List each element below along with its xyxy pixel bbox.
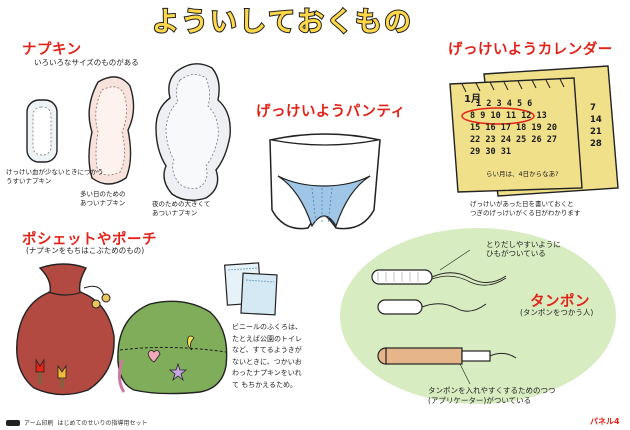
tampon-subtitle: (タンポンをつかう人)	[520, 308, 594, 317]
thin-napkin-caption: けっけい血が少ないときにつかう うすいナプキン	[6, 168, 104, 186]
night-napkin-caption: 夜のための大きくて あついナプキン	[152, 200, 210, 218]
caption-line: (アプリケーター)がついている	[428, 396, 532, 405]
applicator-tampon-icon	[377, 347, 517, 365]
plastic-bag-icon	[224, 262, 278, 316]
calendar-row: 1 2 3 4 5 6	[476, 99, 533, 109]
caption-line: て もちかえるため。	[232, 380, 298, 389]
calendar-row: 29 30 31	[470, 147, 511, 157]
page-title: よ う い し て お く も の	[151, 6, 482, 40]
calendar-caption: げっけいがあった日を書いておくと つぎのげっけいがくる日がわかります	[470, 200, 580, 218]
footer-credit: アーム印刷 はじめてのせいりの指導用セット	[6, 418, 147, 427]
panty-icon	[269, 133, 381, 230]
calendar-row: 7	[590, 103, 596, 113]
caption-line: ないときに、つかいお	[232, 357, 302, 366]
drawstring-bag-icon	[16, 263, 115, 396]
title-char: も	[354, 6, 383, 39]
title-char: て	[267, 6, 296, 39]
footer-publisher: アーム印刷	[24, 420, 54, 427]
tampon-icon	[371, 269, 507, 286]
caption-line: つぎのげっけいがくる日がわかります	[470, 209, 581, 217]
pouch-heading: ポシェットやポーチ	[22, 232, 157, 248]
caption-line: とりだしやすいように	[486, 240, 561, 249]
panty-heading: げっけいようパンティ	[256, 104, 406, 120]
calendar-row: 15 16 17 18 19 20	[470, 123, 557, 133]
caption-line: あついナプキン	[80, 199, 126, 207]
caption-line: 夜のための大きくて	[152, 200, 211, 208]
calendar-heading: げっけいようカレンダー	[448, 42, 613, 58]
publisher-logo-icon	[6, 419, 20, 426]
title-char: い	[209, 6, 238, 39]
caption-line: けっけい血が少ないときにつかう	[6, 168, 104, 176]
calendar-row: 28	[590, 139, 602, 149]
applicator-caption: タンポンを入れやすくするためのつつ (アプリケーター)がついている	[428, 386, 556, 406]
night-napkin-icon	[155, 63, 231, 201]
pouch-subtitle: (ナプキンをもちはこぶためのもの)	[26, 246, 145, 255]
caption-line: たとえば公園のトイレ	[232, 334, 302, 343]
calendar-row: 22 23 24 25 26 27	[470, 135, 557, 145]
title-char: う	[180, 6, 209, 39]
calendar-grid: 1 2 3 4 5 6 8 9 10 11 12 13 15 16 17 18 …	[470, 98, 557, 158]
day-napkin-icon	[88, 76, 135, 185]
calendar-month: 1月	[464, 94, 481, 105]
calendar-row: 21	[590, 127, 602, 137]
calendar-row: 8 9 10 11 12 13	[470, 111, 547, 121]
thin-napkin-icon	[26, 99, 58, 163]
calendar-icon	[449, 65, 619, 197]
napkin-heading: ナプキン	[22, 42, 82, 58]
caption-line: うすいナプキン	[6, 177, 52, 185]
title-char: お	[296, 6, 325, 39]
tampon-string-caption: とりだしやすいように ひもがついている	[486, 240, 561, 258]
title-char: く	[325, 6, 354, 39]
title-char: よ	[151, 6, 180, 39]
caption-line: など、すてるようきが	[232, 346, 302, 354]
caption-line: 多い日のための	[80, 190, 126, 198]
day-napkin-caption: 多い日のための あついナプキン	[80, 190, 126, 208]
calendar-note: らい月は、4日からなあ?	[486, 170, 559, 178]
caption-line: げっけいがあった日を書いておくと	[470, 200, 574, 208]
zip-pouch-icon	[117, 300, 228, 395]
caption-line: タンポンを入れやすくするためのつつ	[428, 386, 556, 395]
title-char: し	[238, 6, 267, 39]
napkin-subtitle: いろいろなサイズのものがある	[34, 58, 139, 67]
caption-line: わったナプキンをいれ	[232, 369, 302, 377]
caption-line: あついナプキン	[152, 209, 198, 217]
tampon-small-icon	[377, 299, 487, 315]
panel-number: パネル4	[590, 417, 620, 426]
calendar-back-page: 7 14 21 28	[590, 102, 602, 150]
footer-detail: はじめてのせいりの指導用セット	[57, 420, 148, 427]
title-char: の	[383, 6, 412, 39]
tampon-heading: タンポン	[530, 294, 590, 310]
vinyl-caption: ビニールのふくろは、 たとえば公園のトイレ など、すてるようきが ないときに、つ…	[232, 322, 302, 391]
caption-line: ビニールのふくろは、	[232, 323, 302, 331]
calendar-row: 14	[590, 115, 602, 125]
caption-line: ひもがついている	[486, 249, 546, 258]
